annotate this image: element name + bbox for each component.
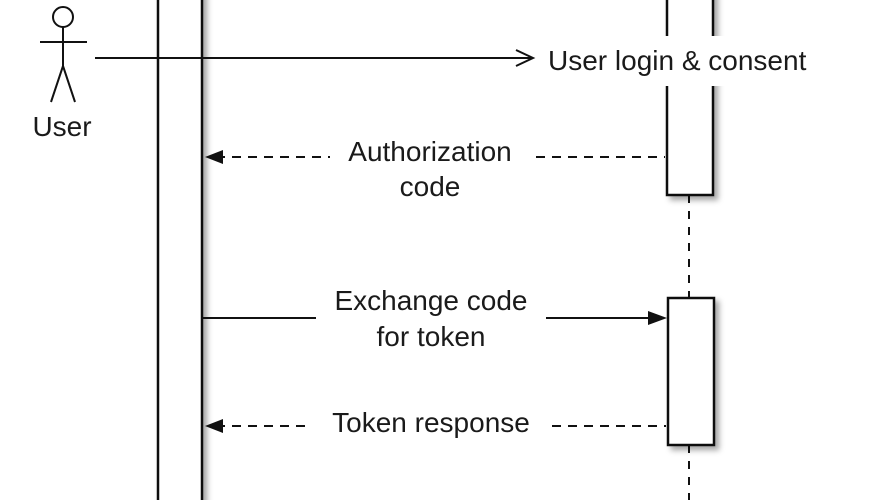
client-activation-bar: [156, 0, 204, 500]
actor-label: User: [32, 111, 91, 142]
message-exchange: Exchange code for token: [203, 282, 667, 362]
message-label: Token response: [332, 407, 530, 438]
message-label-line-1: Authorization: [348, 136, 511, 167]
stick-figure-icon: [40, 6, 87, 103]
server-activation-bar-bottom: [666, 296, 716, 447]
open-arrowhead-icon: [515, 49, 536, 67]
filled-arrowhead-icon: [205, 150, 223, 164]
message-label: User login & consent: [548, 45, 807, 76]
message-auth-code: Authorization code: [205, 132, 665, 212]
message-token-response: Token response: [205, 402, 666, 448]
filled-arrowhead-icon: [648, 311, 667, 325]
message-label-line-1: Exchange code: [334, 285, 527, 316]
server-activation-bar-top: [665, 0, 715, 197]
message-label-line-2: for token: [377, 321, 486, 352]
message-login: User login & consent: [95, 36, 848, 86]
message-label-line-2: code: [400, 171, 461, 202]
filled-arrowhead-icon: [205, 419, 223, 433]
